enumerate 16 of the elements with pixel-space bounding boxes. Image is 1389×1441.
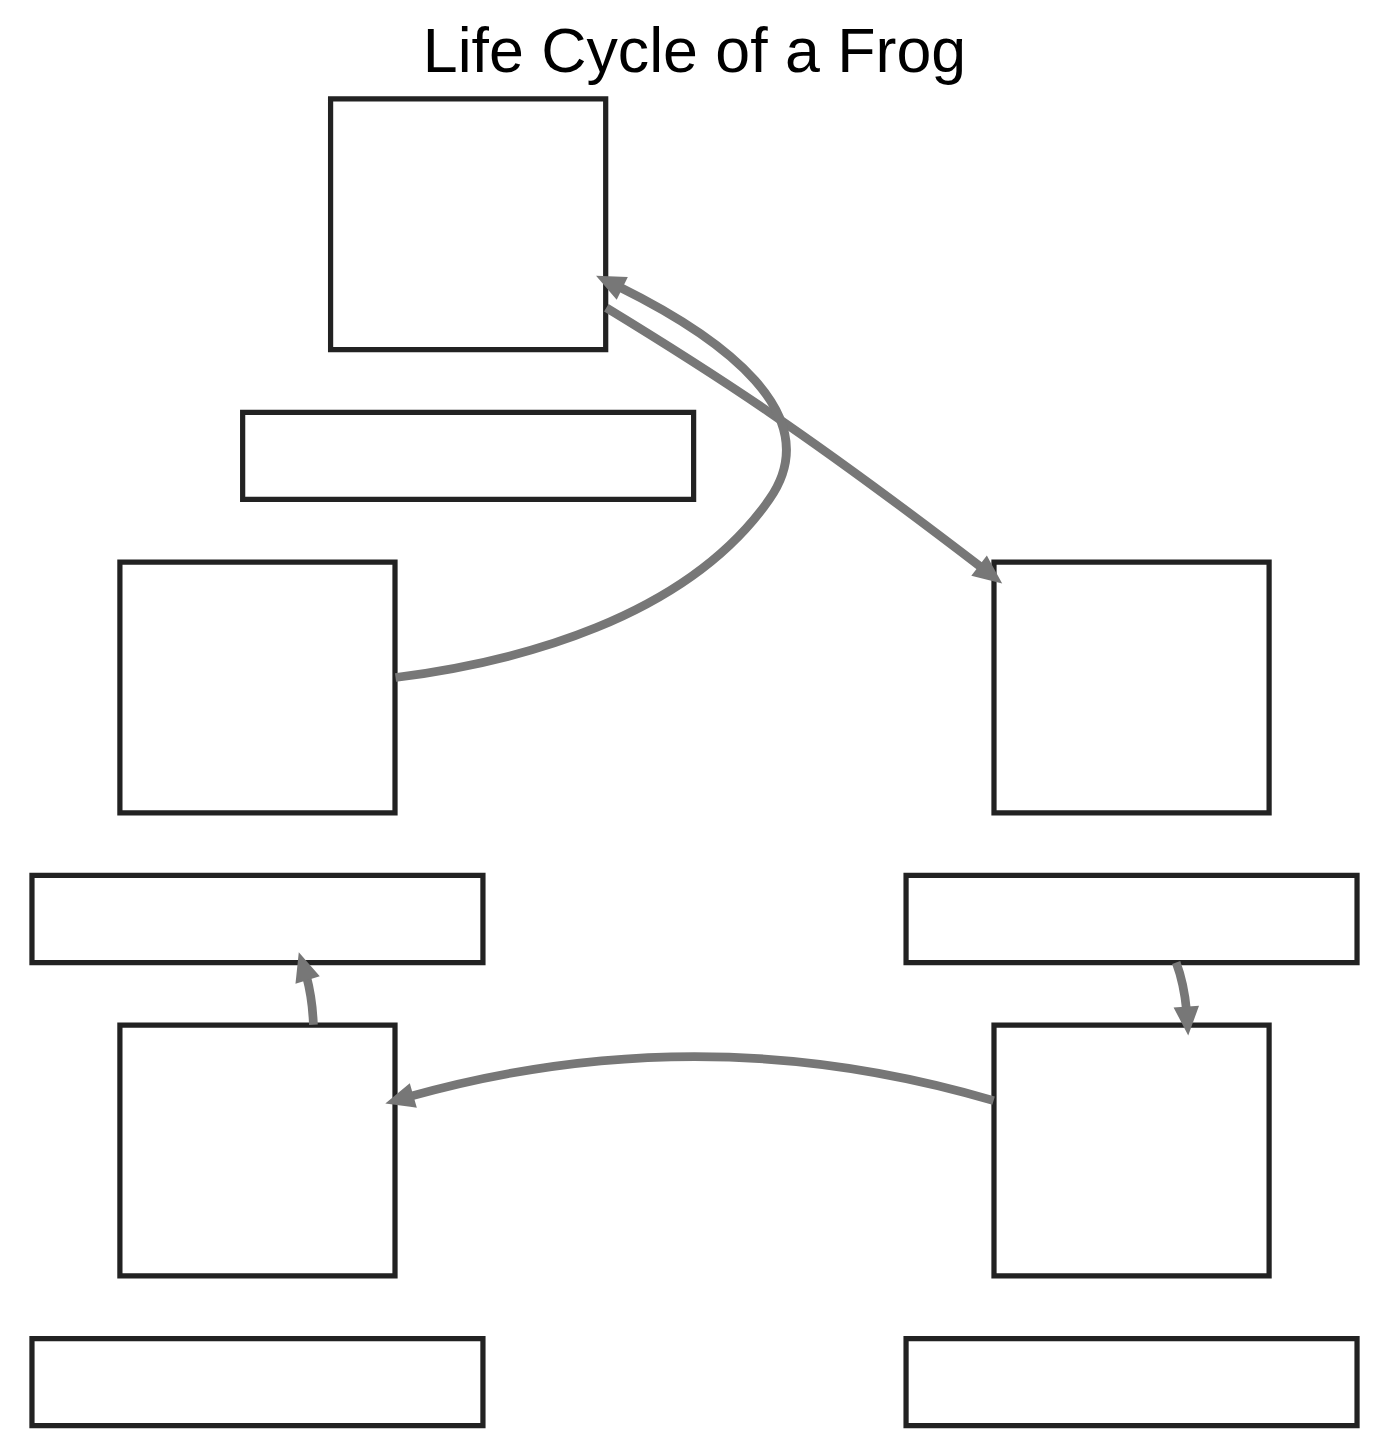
diagram-title: Life Cycle of a Frog (422, 15, 967, 86)
node-box (327, 96, 609, 353)
node-box (903, 872, 1360, 966)
node-box (240, 409, 697, 502)
node-box (117, 1022, 398, 1279)
node-box (29, 872, 486, 966)
node-box (991, 1022, 1272, 1279)
arrow (394, 275, 791, 682)
arrow (1172, 961, 1199, 1036)
node-box (29, 1336, 486, 1429)
node-box (903, 1336, 1360, 1429)
arrow (604, 304, 1003, 584)
node-box (117, 559, 398, 816)
arrow (295, 952, 320, 1025)
node-box (991, 559, 1272, 816)
arrow (385, 1052, 995, 1108)
